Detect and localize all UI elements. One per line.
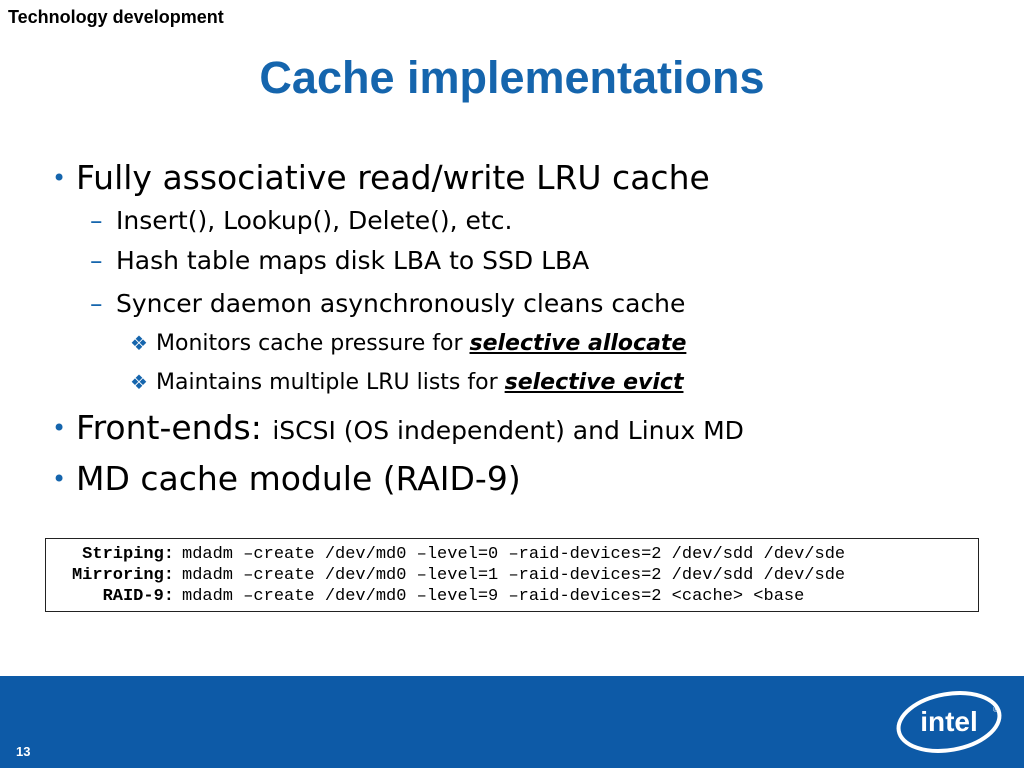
command-row: Striping: mdadm –create /dev/md0 –level=… bbox=[46, 544, 978, 565]
sub-bullet-item: – Hash table maps disk LBA to SSD LBA bbox=[52, 241, 1002, 281]
page-number: 13 bbox=[16, 744, 31, 759]
bullet-text: MD cache module (RAID-9) bbox=[76, 459, 521, 498]
bullet-item: • MD cache module (RAID-9) bbox=[52, 459, 1002, 499]
bullet-dot-icon: • bbox=[52, 414, 67, 442]
dash-icon: – bbox=[90, 289, 103, 318]
sub-bullet-text: Syncer daemon asynchronously cleans cach… bbox=[116, 289, 686, 318]
slide-title: Cache implementations bbox=[259, 52, 765, 103]
command-text: mdadm –create /dev/md0 –level=1 –raid-de… bbox=[182, 566, 846, 585]
bullet-dot-icon: • bbox=[52, 465, 67, 493]
command-text: mdadm –create /dev/md0 –level=9 –raid-de… bbox=[182, 587, 805, 606]
command-row: RAID-9: mdadm –create /dev/md0 –level=9 … bbox=[46, 586, 978, 607]
bullet-text: Front-ends: bbox=[76, 408, 273, 447]
diamond-bullet-icon: ❖ bbox=[130, 331, 148, 355]
sub-bullet-item: – Syncer daemon asynchronously cleans ca… bbox=[52, 284, 1002, 324]
bullet-text-small: iSCSI (OS independent) and Linux MD bbox=[272, 416, 744, 445]
sub-sub-bullet-text: Monitors cache pressure for bbox=[156, 331, 470, 356]
command-label: RAID-9: bbox=[102, 587, 174, 606]
sub-bullet-text: Insert(), Lookup(), Delete(), etc. bbox=[116, 206, 513, 235]
footer-band bbox=[0, 676, 1024, 768]
bullet-text: Fully associative read/write LRU cache bbox=[76, 158, 710, 197]
dash-icon: – bbox=[90, 206, 103, 235]
sub-sub-bullet-text: Maintains multiple LRU lists for bbox=[156, 370, 505, 395]
bullet-item: • Fully associative read/write LRU cache bbox=[52, 158, 1002, 198]
sub-sub-bullet-item: ❖ Monitors cache pressure for selective … bbox=[52, 324, 1002, 363]
bullet-dot-icon: • bbox=[52, 164, 67, 192]
emphasis-text: selective allocate bbox=[469, 331, 687, 356]
command-text: mdadm –create /dev/md0 –level=0 –raid-de… bbox=[182, 545, 846, 564]
intel-logo-text: intel bbox=[920, 706, 978, 737]
sub-sub-bullet-item: ❖ Maintains multiple LRU lists for selec… bbox=[52, 363, 1002, 402]
bullet-list: • Fully associative read/write LRU cache… bbox=[52, 158, 1002, 502]
command-row: Mirroring: mdadm –create /dev/md0 –level… bbox=[46, 565, 978, 586]
sub-bullet-item: – Insert(), Lookup(), Delete(), etc. bbox=[52, 201, 1002, 241]
command-label: Striping: bbox=[82, 545, 174, 564]
command-box: Striping: mdadm –create /dev/md0 –level=… bbox=[45, 538, 979, 612]
section-label: Technology development bbox=[8, 7, 224, 27]
diamond-bullet-icon: ❖ bbox=[130, 370, 148, 394]
sub-bullet-text: Hash table maps disk LBA to SSD LBA bbox=[116, 246, 590, 275]
emphasis-text: selective evict bbox=[504, 370, 684, 395]
svg-text:®: ® bbox=[993, 705, 999, 714]
intel-logo: intel ® bbox=[895, 686, 1007, 762]
dash-icon: – bbox=[90, 246, 103, 275]
command-label: Mirroring: bbox=[71, 566, 174, 585]
bullet-item: • Front-ends: iSCSI (OS independent) and… bbox=[52, 408, 1002, 451]
